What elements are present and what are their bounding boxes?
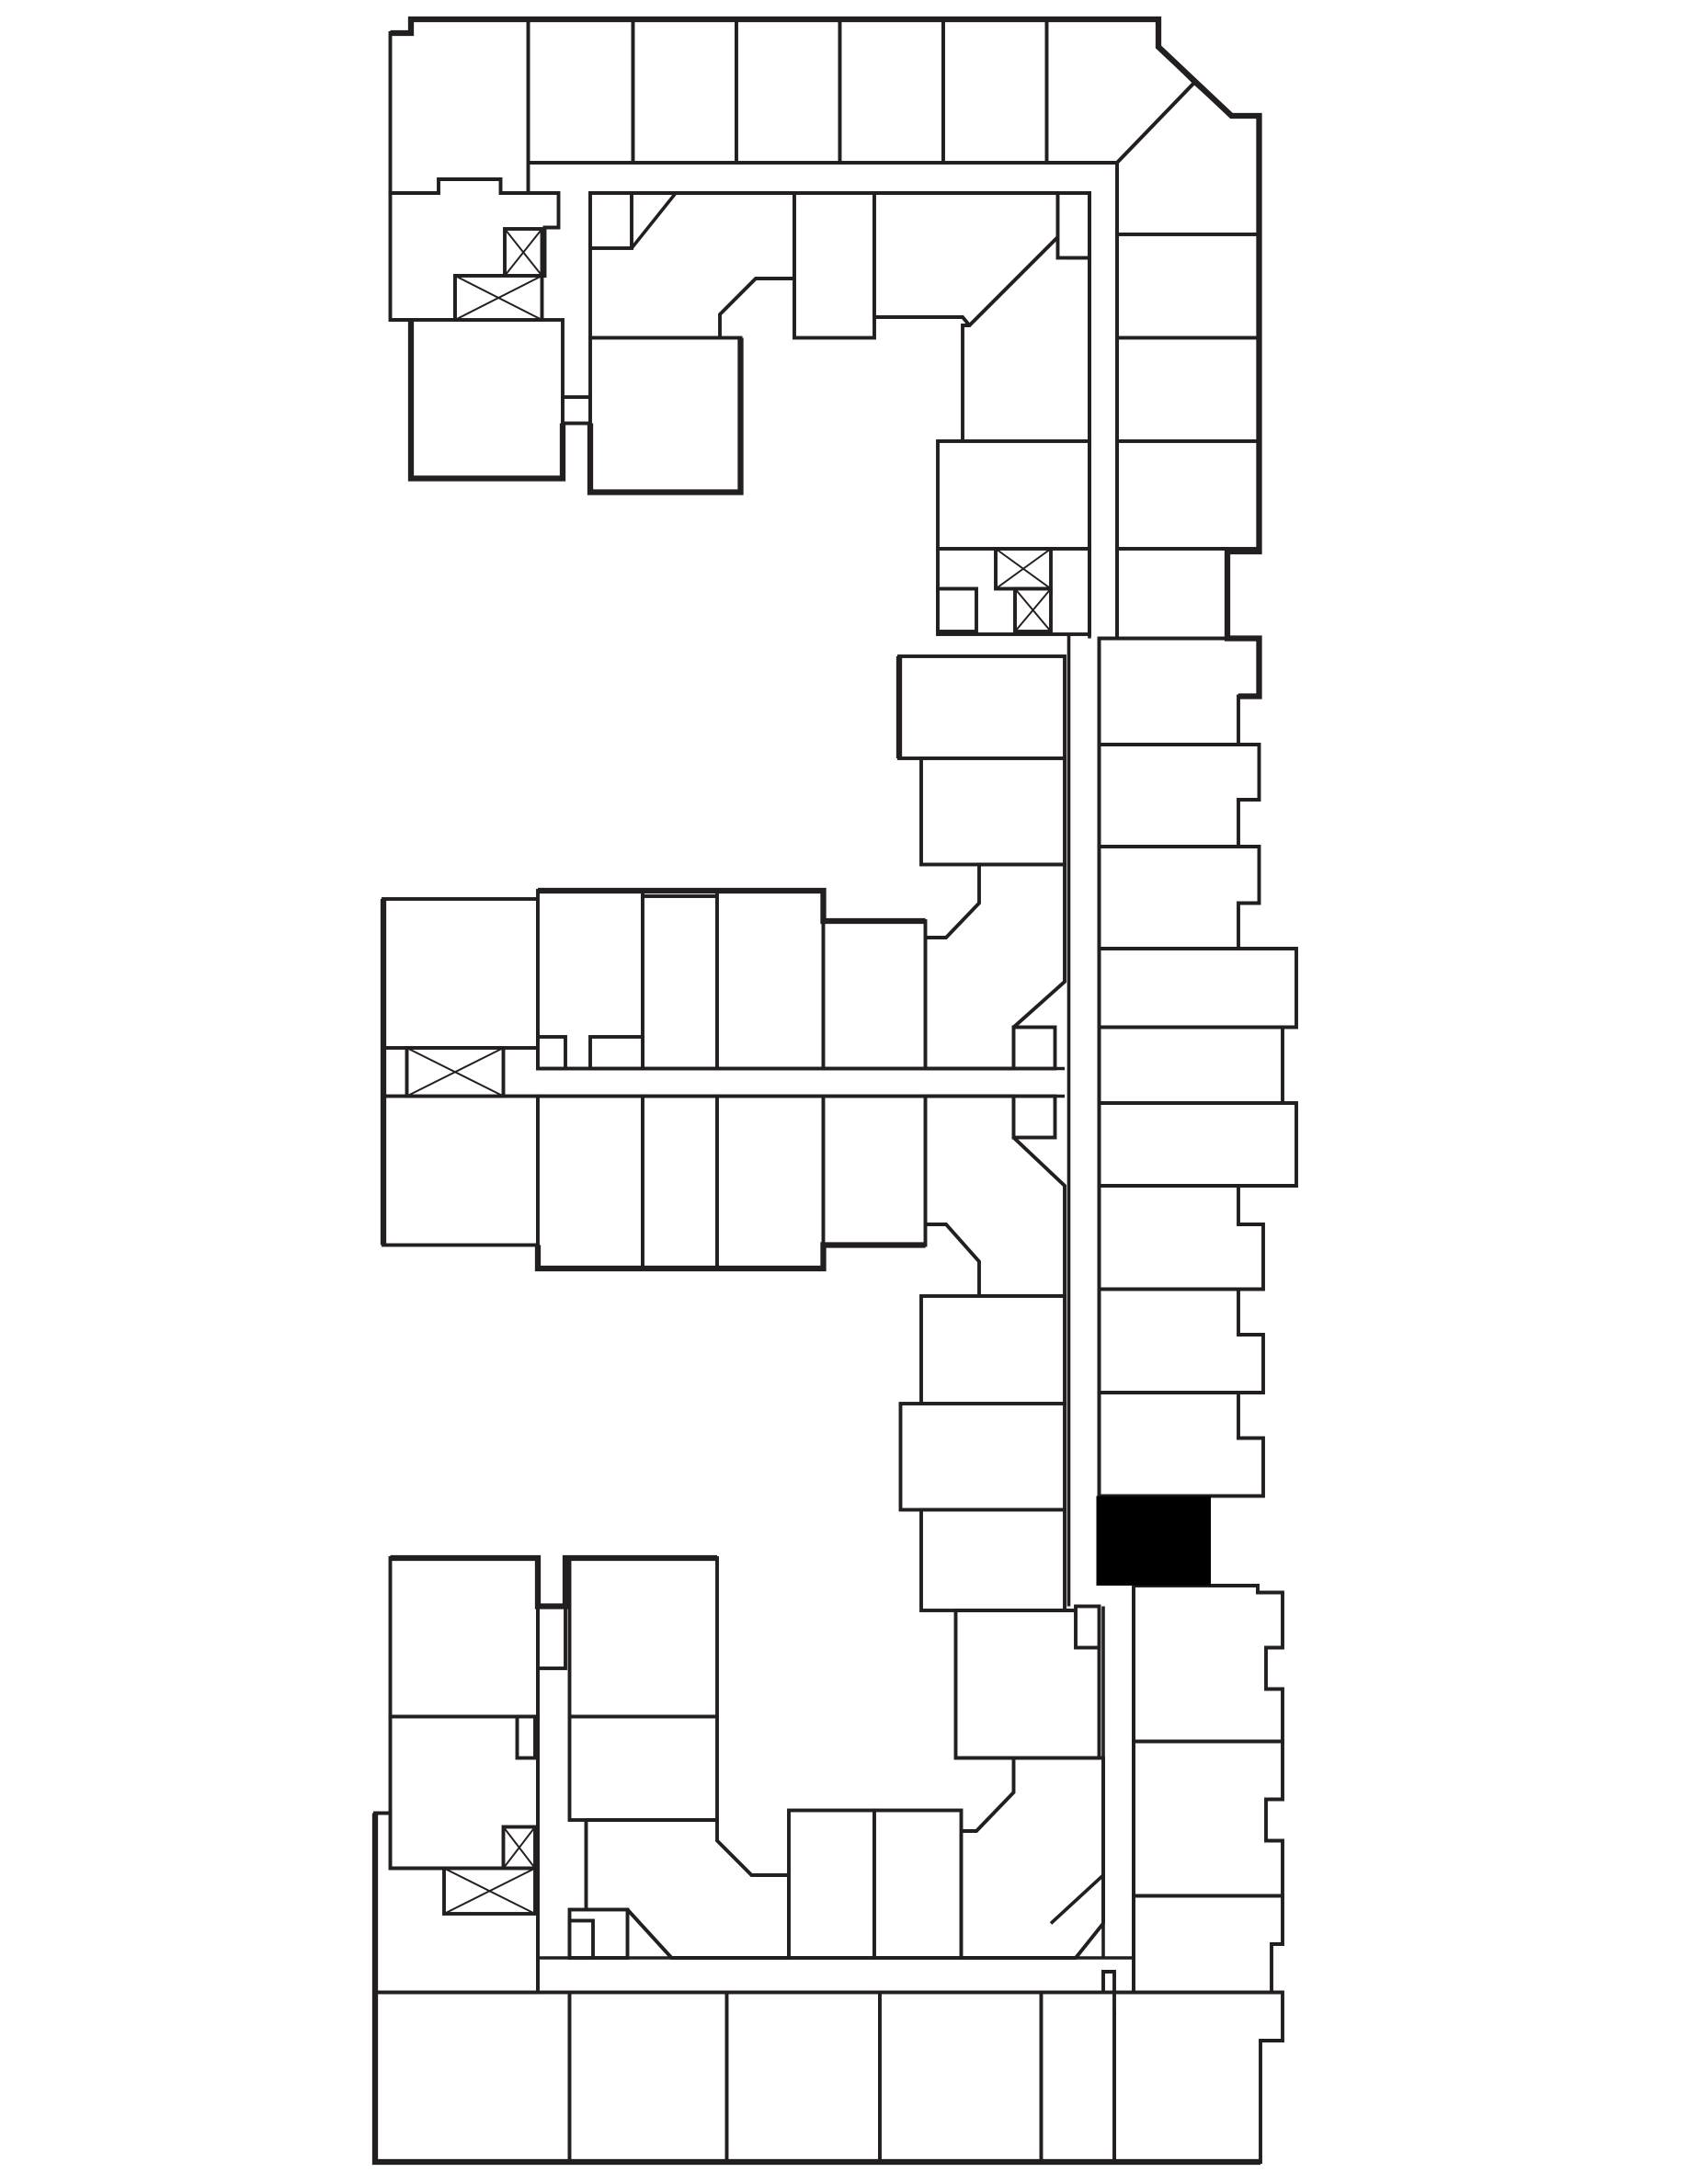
unit[interactable]: [515, 1714, 537, 1760]
unit[interactable]: [388, 17, 530, 195]
unit[interactable]: [1011, 1094, 1057, 1140]
unit[interactable]: [1097, 845, 1261, 950]
unit[interactable]: [1097, 636, 1261, 746]
elevator-cross: [995, 548, 1052, 590]
unit[interactable]: [382, 1094, 540, 1247]
highlighted-unit[interactable]: [1096, 1496, 1212, 1587]
exterior-wall: [407, 320, 566, 482]
unit[interactable]: [1011, 1025, 1057, 1071]
unit[interactable]: [715, 889, 826, 1071]
unit[interactable]: [561, 395, 592, 426]
unit[interactable]: [567, 1990, 729, 2164]
unit[interactable]: [1097, 947, 1298, 1029]
unit[interactable]: [878, 1990, 1044, 2164]
unit[interactable]: [1132, 1894, 1284, 1995]
exterior-wall: [390, 16, 1262, 700]
unit[interactable]: [898, 1402, 1066, 1512]
unit[interactable]: [1132, 1584, 1284, 1744]
unit[interactable]: [1097, 1391, 1265, 1498]
walls-layer: [371, 16, 1262, 2166]
unit[interactable]: [567, 1714, 719, 1822]
unit[interactable]: [1097, 1184, 1265, 1291]
units-layer: [373, 17, 1298, 2164]
unit[interactable]: [588, 1035, 644, 1071]
elevator-cross: [443, 1867, 536, 1915]
unit[interactable]: [821, 1094, 928, 1247]
unit[interactable]: [382, 897, 540, 1050]
unit[interactable]: [941, 17, 1049, 165]
unit[interactable]: [526, 17, 635, 165]
unit[interactable]: [388, 1556, 540, 1719]
elevators-layer: [405, 227, 1053, 1916]
unit[interactable]: [873, 1808, 964, 1960]
unit[interactable]: [936, 439, 1091, 551]
unit[interactable]: [787, 1808, 876, 1960]
exterior-wall: [371, 1813, 1260, 2166]
unit[interactable]: [631, 17, 738, 165]
unit[interactable]: [735, 17, 842, 165]
exterior-wall: [390, 1554, 717, 1610]
exterior-wall: [587, 337, 744, 495]
unit[interactable]: [1115, 439, 1261, 551]
unit[interactable]: [409, 318, 565, 481]
unit[interactable]: [641, 1094, 719, 1270]
unit[interactable]: [959, 1756, 1105, 1960]
unit[interactable]: [588, 336, 743, 495]
exterior-wall: [534, 1242, 926, 1272]
unit[interactable]: [588, 191, 633, 250]
unit[interactable]: [897, 654, 1066, 760]
unit[interactable]: [1097, 1025, 1284, 1105]
unit[interactable]: [936, 586, 978, 633]
wall-line: [630, 191, 678, 250]
unit[interactable]: [373, 1990, 572, 2164]
unit[interactable]: [715, 1094, 826, 1270]
unit[interactable]: [821, 919, 928, 1071]
unit[interactable]: [1132, 1739, 1284, 1898]
unit[interactable]: [567, 1918, 595, 1960]
unit[interactable]: [1074, 1604, 1101, 1650]
unit[interactable]: [1101, 1970, 1284, 2164]
unit[interactable]: [919, 1507, 1066, 1612]
unit[interactable]: [641, 894, 719, 1071]
unit[interactable]: [1115, 547, 1229, 641]
wall-line: [590, 191, 1091, 639]
unit[interactable]: [536, 1604, 567, 1670]
unit[interactable]: [536, 1035, 567, 1071]
unit[interactable]: [1097, 743, 1261, 848]
unit[interactable]: [536, 1094, 644, 1270]
elevator-cross: [406, 1047, 504, 1098]
wall-line: [1049, 1873, 1105, 1925]
unit[interactable]: [919, 756, 1066, 867]
elevator-cross: [454, 275, 542, 321]
unit[interactable]: [1097, 1287, 1265, 1394]
unit[interactable]: [793, 191, 876, 340]
unit[interactable]: [724, 1990, 882, 2164]
unit[interactable]: [567, 1556, 719, 1719]
unit[interactable]: [1055, 191, 1091, 260]
unit[interactable]: [1097, 1101, 1298, 1188]
exterior-wall: [538, 887, 926, 925]
unit[interactable]: [1115, 233, 1261, 340]
unit[interactable]: [838, 17, 945, 165]
unit[interactable]: [919, 1294, 1066, 1405]
unit[interactable]: [1115, 336, 1261, 443]
unit[interactable]: [1039, 1990, 1116, 2164]
elevator-cross: [504, 228, 543, 277]
elevator-cross: [502, 1826, 536, 1870]
elevator-cross: [1014, 587, 1052, 632]
